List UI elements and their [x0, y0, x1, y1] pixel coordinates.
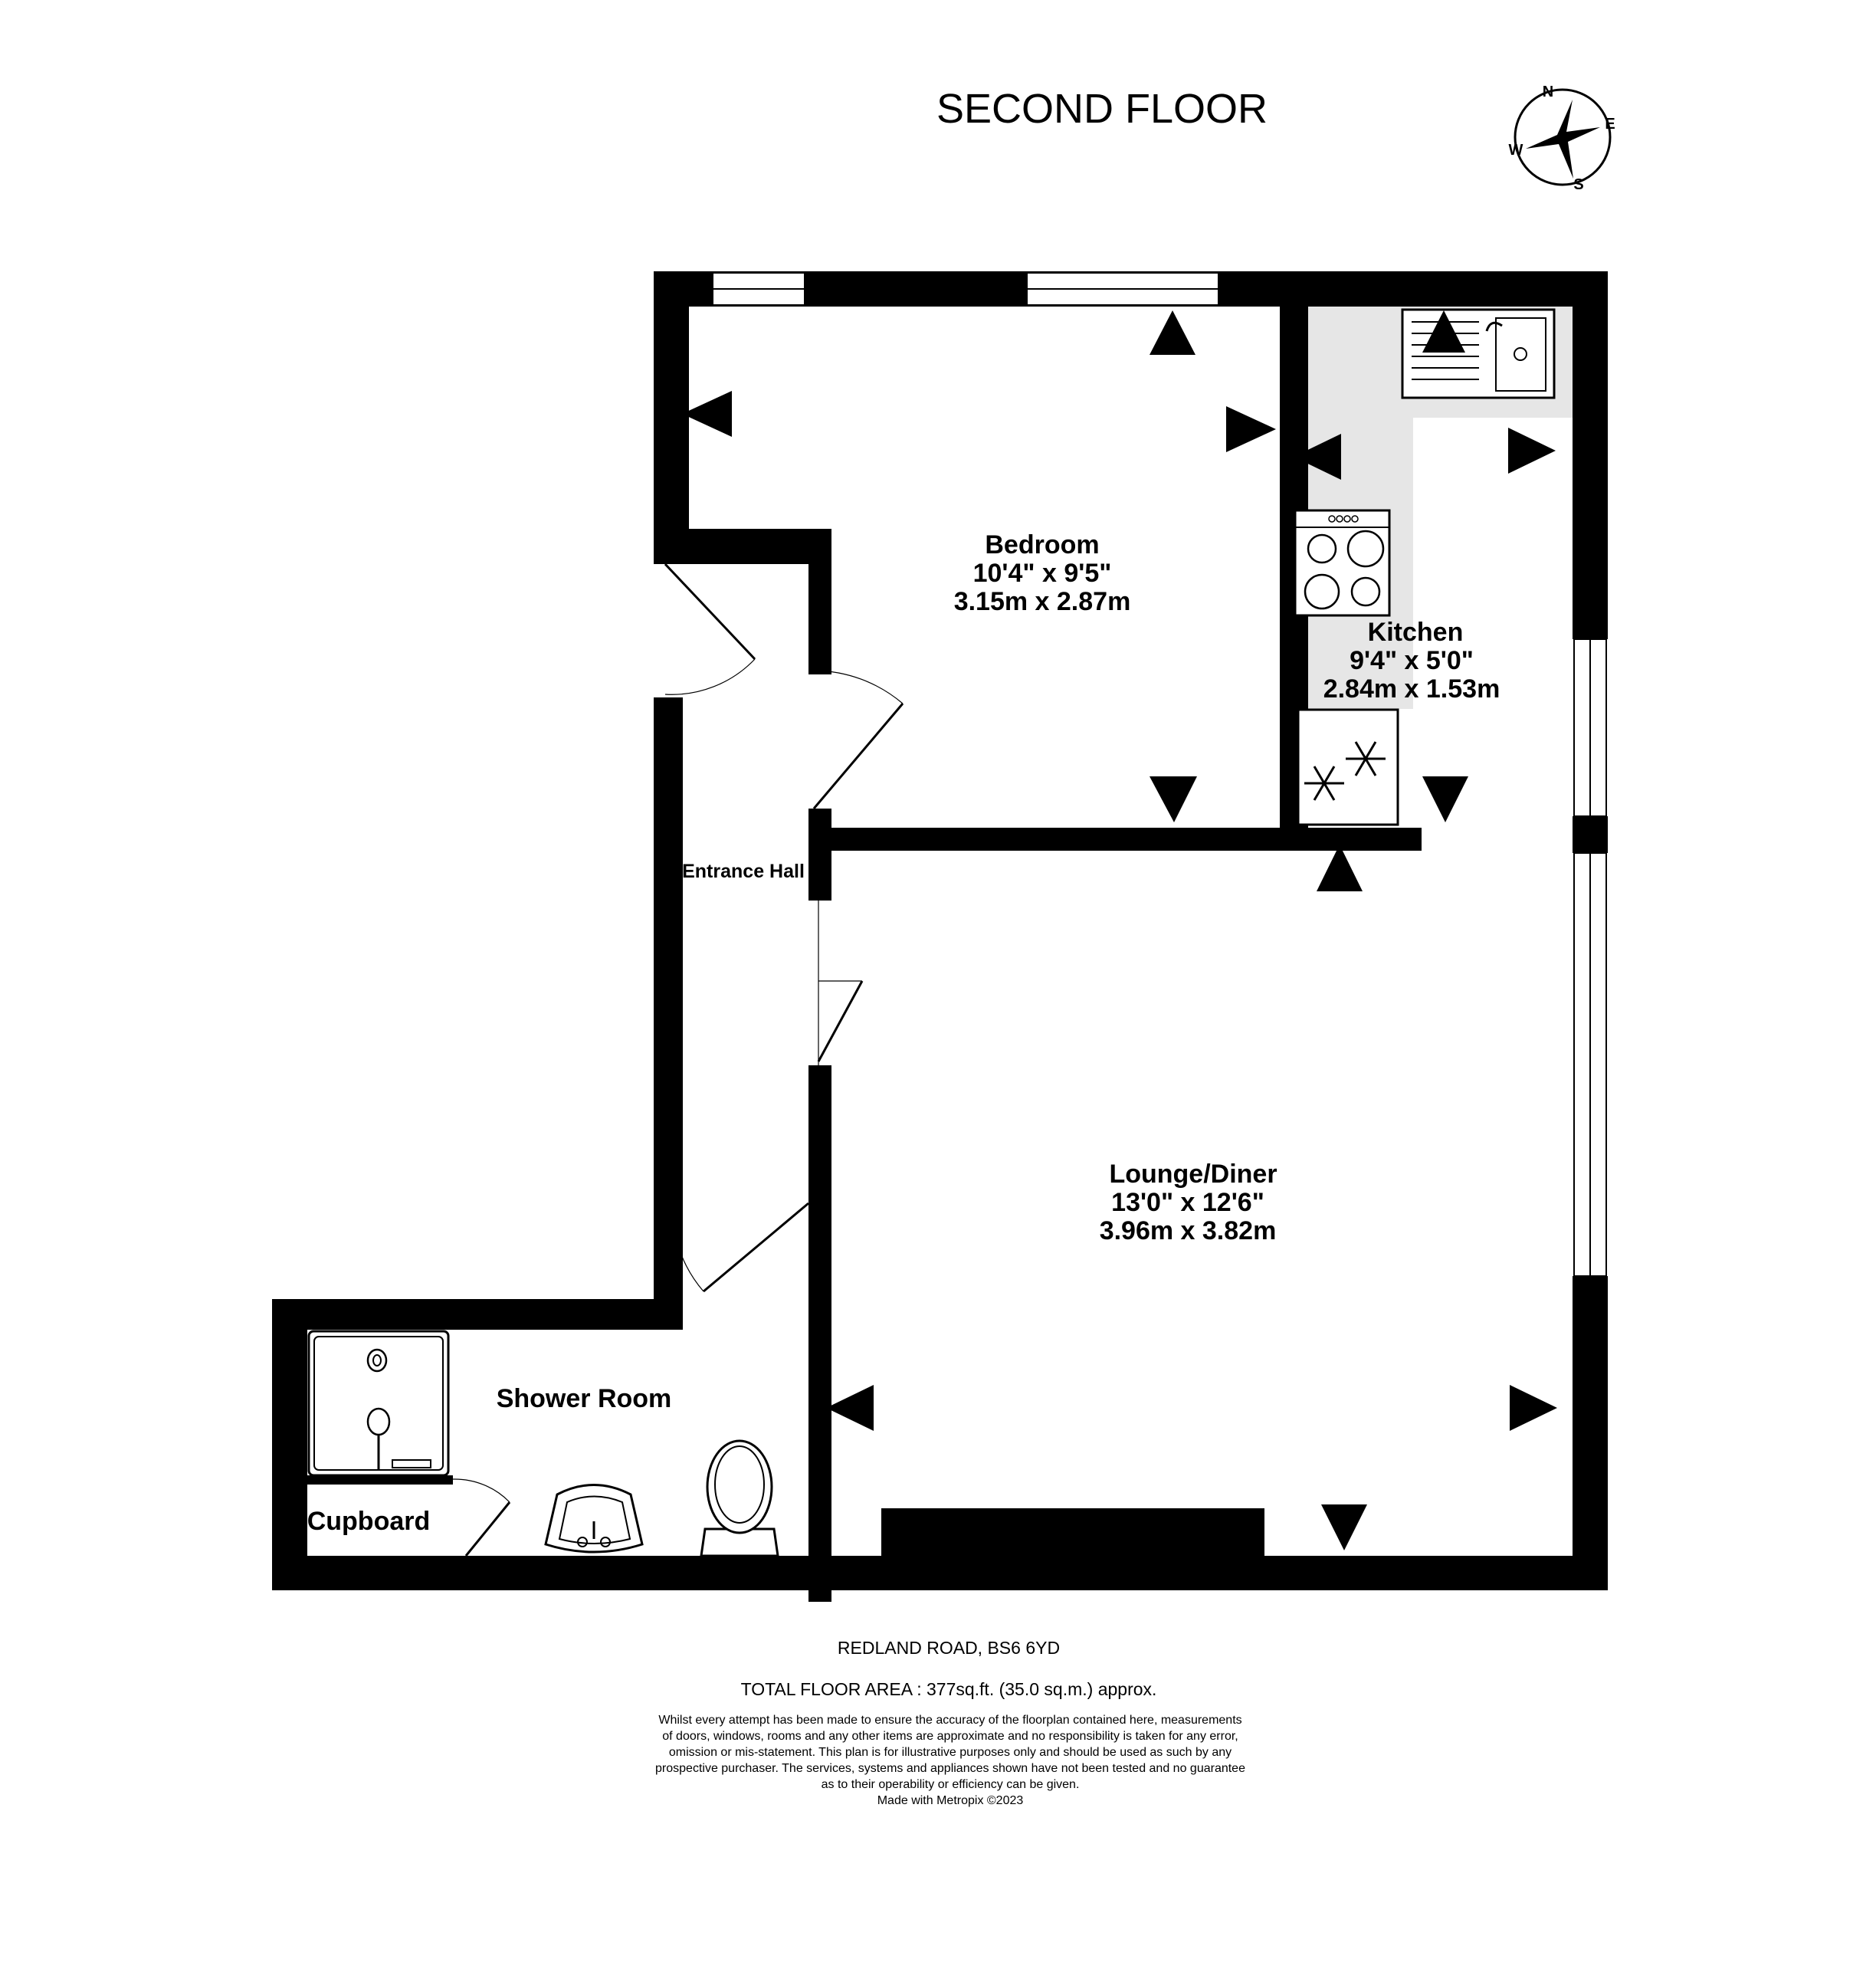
- arrow-right-icon: [1508, 428, 1556, 474]
- bedroom-metric: 3.15m x 2.87m: [954, 587, 1131, 616]
- washbasin-icon: [544, 1484, 644, 1554]
- shower-tray: [307, 1330, 450, 1477]
- compass-south: S: [1573, 176, 1583, 193]
- arrow-left-icon: [1294, 434, 1341, 480]
- walls: [272, 271, 1608, 1602]
- windows: [712, 272, 1607, 1277]
- disclaimer-line: Made with Metropix ©2023: [877, 1794, 1024, 1807]
- kitchen-metric: 2.84m x 1.53m: [1323, 674, 1500, 704]
- toilet-icon: [700, 1439, 779, 1557]
- floor-title: SECOND FLOOR: [936, 86, 1268, 132]
- disclaimer-line: of doors, windows, rooms and any other i…: [662, 1730, 1238, 1743]
- kitchen-sink: [1401, 308, 1556, 399]
- disclaimer: Whilst every attempt has been made to en…: [655, 1714, 1245, 1807]
- compass-east: E: [1605, 116, 1615, 133]
- arrow-down-icon: [1422, 776, 1468, 822]
- lounge-metric: 3.96m x 3.82m: [1100, 1216, 1277, 1245]
- lounge-imperial: 13'0" x 12'6": [1111, 1188, 1264, 1217]
- arrow-left-icon: [682, 391, 732, 437]
- bedroom-imperial: 10'4" x 9'5": [973, 559, 1112, 588]
- direction-arrows: [682, 310, 1557, 1550]
- arrow-down-icon: [1150, 776, 1197, 822]
- arrow-right-icon: [1510, 1385, 1557, 1431]
- doors: [452, 563, 904, 1557]
- room-label-shower-room: Shower Room: [497, 1384, 672, 1413]
- lounge-name: Lounge/Diner: [1109, 1160, 1277, 1189]
- arrow-up-icon: [1317, 845, 1363, 891]
- bedroom-name: Bedroom: [985, 530, 1099, 559]
- compass-icon: N E S W: [1509, 84, 1615, 193]
- disclaimer-line: prospective purchaser. The services, sys…: [655, 1762, 1245, 1775]
- room-label-lounge: Lounge/Diner 13'0" x 12'6" 3.96m x 3.82m: [1100, 1160, 1277, 1245]
- disclaimer-line: as to their operability or efficiency ca…: [822, 1778, 1080, 1791]
- total-floor-area: TOTAL FLOOR AREA : 377sq.ft. (35.0 sq.m.…: [741, 1679, 1157, 1699]
- fridge-freezer-icon: [1297, 708, 1399, 826]
- room-label-kitchen: Kitchen 9'4" x 5'0" 2.84m x 1.53m: [1323, 618, 1500, 704]
- compass-north: N: [1543, 84, 1553, 100]
- hob-icon: [1294, 509, 1391, 617]
- disclaimer-line: omission or mis-statement. This plan is …: [669, 1746, 1232, 1759]
- room-label-entrance-hall: Entrance Hall: [682, 861, 805, 882]
- arrow-up-icon: [1150, 310, 1195, 355]
- disclaimer-line: Whilst every attempt has been made to en…: [658, 1714, 1241, 1727]
- property-address: REDLAND ROAD, BS6 6YD: [838, 1638, 1060, 1658]
- kitchen-imperial: 9'4" x 5'0": [1350, 646, 1474, 675]
- arrow-left-icon: [826, 1385, 874, 1431]
- arrow-up-icon: [1422, 310, 1465, 353]
- arrow-right-icon: [1226, 406, 1276, 452]
- arrow-down-icon: [1321, 1504, 1367, 1550]
- room-label-bedroom: Bedroom 10'4" x 9'5" 3.15m x 2.87m: [954, 530, 1131, 616]
- compass-west: W: [1509, 142, 1523, 159]
- kitchen-name: Kitchen: [1368, 618, 1464, 647]
- room-label-cupboard: Cupboard: [307, 1507, 431, 1536]
